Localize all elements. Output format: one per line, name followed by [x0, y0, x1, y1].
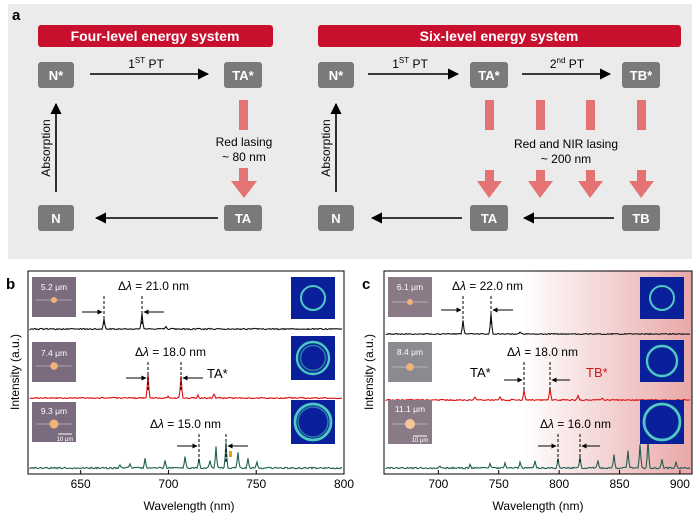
lasing-arrow — [477, 100, 502, 198]
state-box-ta: TA — [224, 205, 262, 231]
state-label: N — [331, 211, 340, 226]
panel-c-label: c — [362, 276, 370, 293]
panel-c-xlabel: Wavelength (nm) — [493, 499, 584, 513]
state-label-ta: TA* — [470, 365, 491, 380]
state-label: TB — [632, 211, 649, 226]
spectrum-trace — [29, 313, 343, 331]
state-label-tb: TB* — [586, 365, 608, 380]
spectrum-trace — [385, 439, 691, 470]
panel-c-ylabel: Intensity (a.u.) — [362, 334, 376, 410]
fsr-label: Δλ = 22.0 nm — [452, 279, 523, 293]
size-label: 5.2 μm — [41, 282, 67, 292]
four-level-title: Four-level energy system — [71, 28, 240, 44]
panel-b-xticks: 650 700 750 800 — [71, 470, 354, 491]
absorption-label: Absorption — [319, 119, 333, 176]
size-label: 6.1 μm — [397, 282, 423, 292]
state-label: N — [51, 211, 60, 226]
panel-c-traces — [385, 313, 691, 470]
six-level-banner — [318, 25, 681, 47]
fsr-label: Δλ = 16.0 nm — [540, 417, 611, 431]
state-label: TA — [481, 211, 498, 226]
spectrum-trace — [29, 373, 343, 400]
ring-mode-inset — [291, 277, 335, 319]
x-tick-label: 700 — [428, 477, 448, 491]
lasing-range: ~ 200 nm — [541, 152, 591, 166]
state-label: TA* — [478, 68, 500, 83]
size-label: 8.4 μm — [397, 347, 423, 357]
scale-bar-label: 10 μm — [57, 437, 74, 443]
panel-b-xlabel: Wavelength (nm) — [144, 499, 235, 513]
micrograph: 6.1 μm — [388, 277, 432, 317]
panel-b-label: b — [6, 276, 15, 293]
state-box-tb-star: TB* — [622, 62, 660, 88]
x-tick-label: 850 — [610, 477, 630, 491]
x-tick-label: 750 — [489, 477, 509, 491]
fsr-label: Δλ = 21.0 nm — [118, 279, 189, 293]
state-box-ta-star: TA* — [224, 62, 262, 88]
four-level-banner — [38, 25, 273, 47]
ring-mode-inset — [640, 400, 684, 444]
ring-mode-inset — [640, 340, 684, 382]
panel-a-label: a — [12, 7, 21, 24]
micrograph: 7.4 μm — [32, 342, 76, 382]
state-label: TA* — [207, 366, 228, 381]
size-label: 7.4 μm — [41, 348, 67, 358]
state-label: TA* — [232, 68, 254, 83]
lasing-label: Red and NIR lasing — [514, 137, 618, 151]
absorption-label: Absorption — [39, 119, 53, 176]
spectrum-trace — [385, 313, 691, 336]
x-tick-label: 650 — [71, 477, 91, 491]
micrograph: 5.2 μm — [32, 277, 76, 317]
lasing-arrow — [578, 100, 603, 198]
spectrum-trace — [385, 388, 691, 402]
fsr-label: Δλ = 18.0 nm — [507, 345, 578, 359]
fsr-label: Δλ = 18.0 nm — [135, 345, 206, 359]
x-tick-label: 700 — [158, 477, 178, 491]
state-label: N* — [329, 68, 344, 83]
state-label: TB* — [630, 68, 653, 83]
fsr-label: Δλ = 15.0 nm — [150, 417, 221, 431]
lasing-range: ~ 80 nm — [222, 150, 266, 164]
state-box-n: N — [318, 205, 354, 231]
peak-marker — [229, 451, 232, 457]
pt1-label: 1ST PT — [392, 56, 428, 71]
state-label: TA — [235, 211, 252, 226]
ring-mode-inset — [640, 277, 684, 319]
size-label: 11.1 μm — [395, 404, 425, 414]
panel-b-traces — [29, 313, 343, 470]
micrograph: 9.3 μm 10 μm — [32, 402, 76, 443]
state-box-tb: TB — [622, 205, 660, 231]
six-level-title: Six-level energy system — [420, 28, 579, 44]
lasing-arrow — [629, 100, 654, 198]
pt-label: 1ST PT — [128, 56, 164, 71]
pt2-label: 2nd PT — [550, 56, 585, 71]
x-tick-label: 800 — [334, 477, 354, 491]
panel-b-ylabel: Intensity (a.u.) — [8, 334, 22, 410]
state-label: N* — [49, 68, 64, 83]
x-tick-label: 750 — [246, 477, 266, 491]
size-label: 9.3 μm — [41, 406, 67, 416]
state-box-ta: TA — [470, 205, 508, 231]
scale-bar-label: 10 μm — [412, 438, 429, 444]
state-box-n-star: N* — [38, 62, 74, 88]
panel-c-xticks: 700 750 800 850 900 — [428, 470, 690, 491]
ring-mode-inset — [291, 336, 335, 380]
micrograph: 11.1 μm 10 μm — [388, 400, 432, 444]
lasing-label: Red lasing — [216, 135, 273, 149]
micrograph: 8.4 μm — [388, 342, 432, 382]
state-box-ta-star: TA* — [470, 62, 508, 88]
x-tick-label: 900 — [670, 477, 690, 491]
state-box-n-star: N* — [318, 62, 354, 88]
spectrum-trace — [29, 442, 343, 470]
x-tick-label: 800 — [549, 477, 569, 491]
state-box-n: N — [38, 205, 74, 231]
lasing-arrow — [528, 100, 553, 198]
ring-mode-inset — [291, 400, 335, 444]
lasing-arrow — [231, 100, 257, 198]
